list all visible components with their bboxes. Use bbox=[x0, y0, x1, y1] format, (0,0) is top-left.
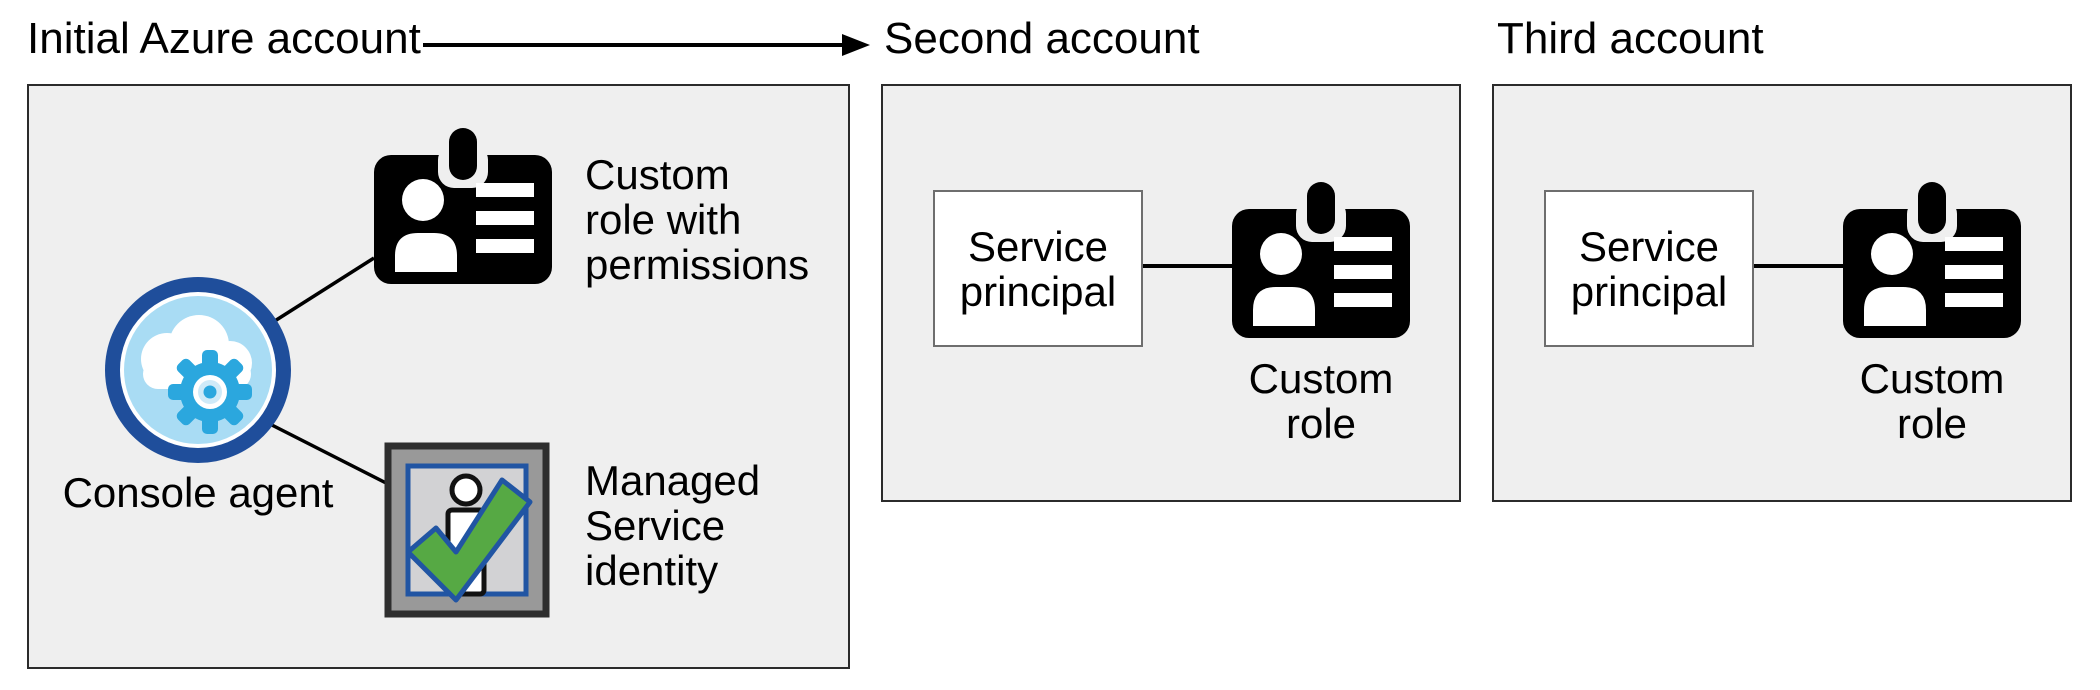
third-account-panel: Service principal Custom role bbox=[1492, 84, 2072, 502]
custom-role-permissions-label: Custom role with permissions bbox=[585, 151, 810, 288]
custom-role-label: Custom role bbox=[1859, 355, 2005, 447]
service-principal-box: Service principal bbox=[933, 190, 1143, 347]
id-badge-icon bbox=[1232, 182, 1410, 338]
title-third-account: Third account bbox=[1497, 14, 1764, 63]
service-principal-label: Service principal bbox=[959, 222, 1117, 315]
title-initial-azure-account: Initial Azure account bbox=[27, 14, 421, 63]
id-badge-icon bbox=[1843, 182, 2021, 338]
connector-line bbox=[1754, 264, 1843, 268]
service-principal-box: Service principal bbox=[1544, 190, 1754, 347]
title-second-account: Second account bbox=[884, 14, 1200, 63]
right-arrow-icon bbox=[423, 34, 870, 56]
cloud-gear-icon bbox=[105, 277, 291, 463]
checkmark-shape bbox=[405, 477, 533, 603]
managed-service-identity-label: Managed Service identity bbox=[585, 457, 761, 594]
connector-lines bbox=[261, 256, 387, 485]
id-badge-icon bbox=[374, 128, 552, 284]
gear-shape bbox=[168, 350, 252, 434]
second-account-panel: Service principal Custom role bbox=[881, 84, 1461, 502]
service-principal-label: Service principal bbox=[1570, 222, 1728, 315]
initial-account-panel: Custom role with permissions bbox=[27, 84, 850, 669]
connector-line bbox=[1143, 264, 1232, 268]
custom-role-label: Custom role bbox=[1248, 355, 1394, 447]
console-agent-label: Console agent bbox=[62, 469, 334, 516]
verified-person-icon bbox=[384, 442, 550, 618]
